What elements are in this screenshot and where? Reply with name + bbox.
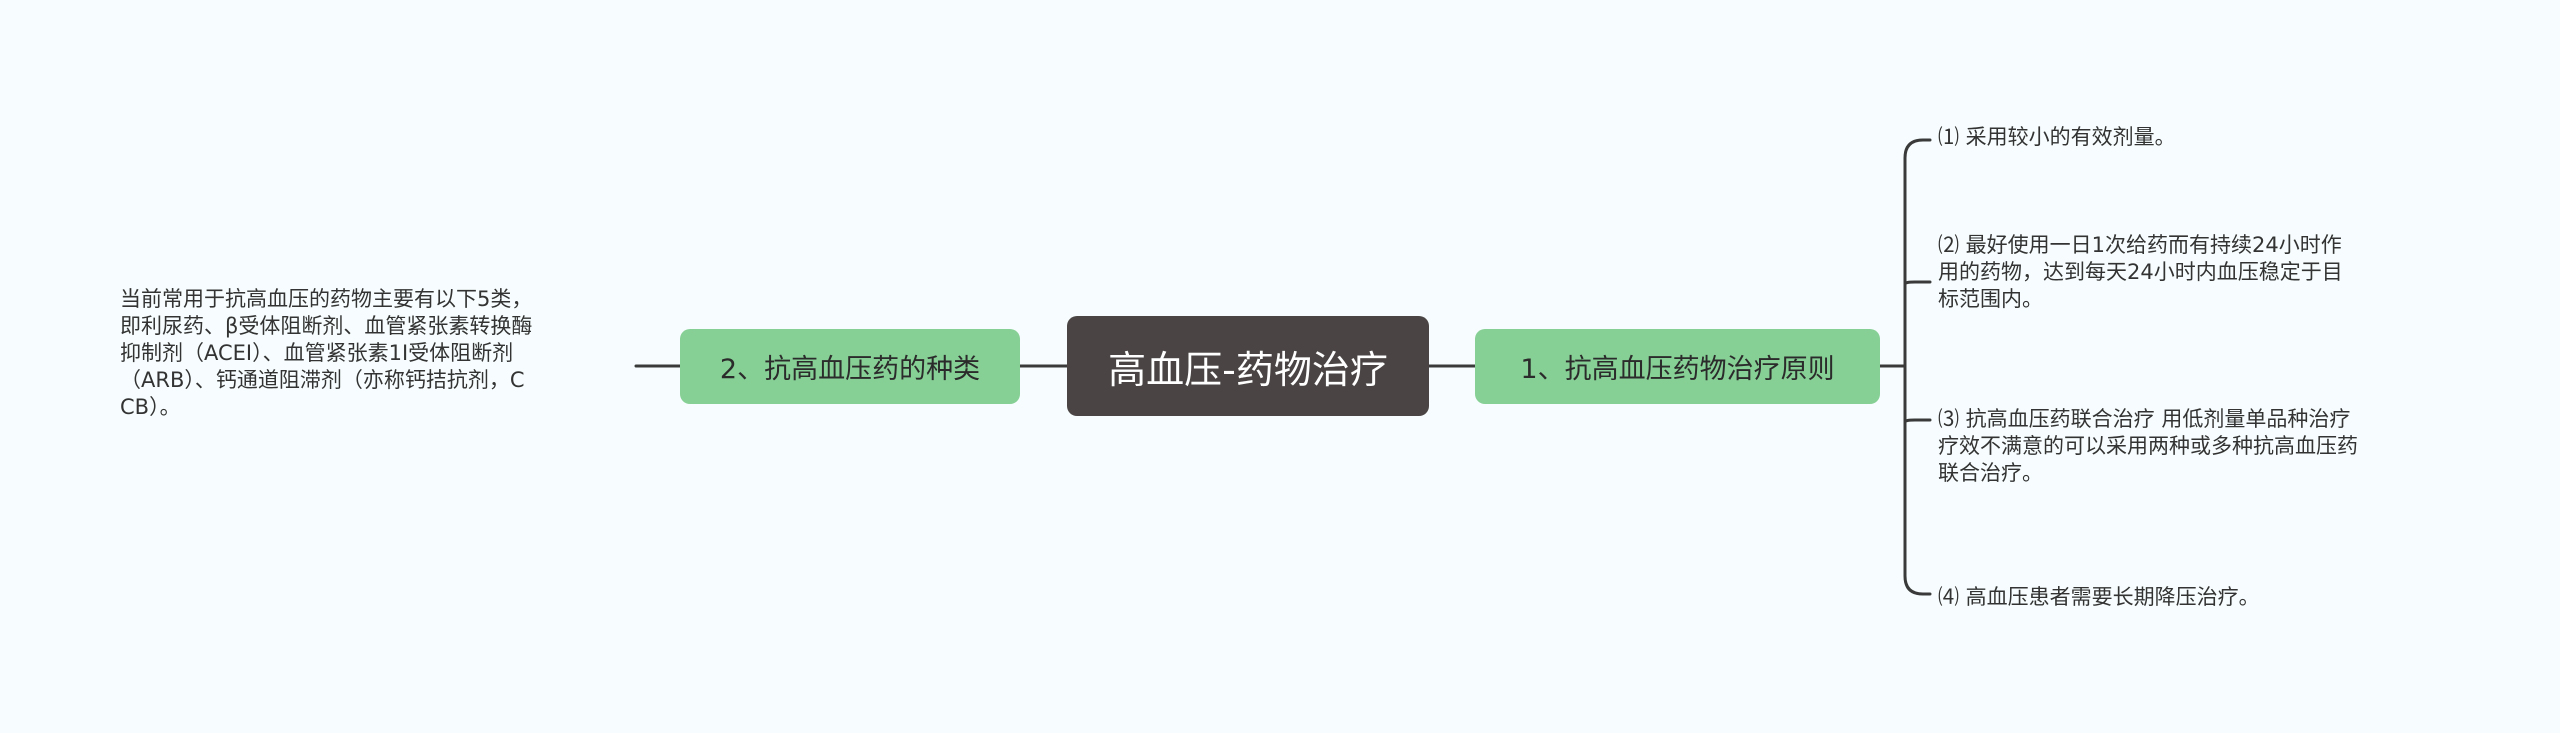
leaf-text-line: ⑷ 高血压患者需要长期降压治疗。 — [1938, 585, 2260, 609]
branch-treatment-principles[interactable]: 1、抗高血压药物治疗原则 — [1475, 329, 1880, 404]
leaf-text-line: 联合治疗。 — [1938, 461, 2043, 485]
leaf-principle-3[interactable]: ⑶ 抗高血压药联合治疗 用低剂量单品种治疗 疗效不满意的可以采用两种或多种抗高血… — [1938, 406, 2358, 487]
branch-label: 2、抗高血压药的种类 — [719, 354, 981, 385]
leaf-text-line: ⑴ 采用较小的有效剂量。 — [1938, 125, 2176, 149]
branch-right-bracket — [1878, 138, 1932, 596]
root-node[interactable]: 高血压-药物治疗 — [1067, 316, 1429, 416]
leaf-text-line: ⑵ 最好使用一日1次给药而有持续24小时作 — [1938, 233, 2342, 257]
leaf-text-line: 抑制剂（ACEI）、血管紧张素1I受体阻断剂 — [120, 341, 514, 365]
leaf-text-line: （ARB）、钙通道阻滞剂（亦称钙拮抗剂，C — [120, 368, 525, 392]
leaf-principle-2[interactable]: ⑵ 最好使用一日1次给药而有持续24小时作 用的药物，达到每天24小时内血压稳定… — [1938, 232, 2343, 313]
leaf-drug-types[interactable]: 当前常用于抗高血压的药物主要有以下5类， 即利尿药、β受体阻断剂、血管紧张素转换… — [120, 286, 532, 421]
leaf-principle-4[interactable]: ⑷ 高血压患者需要长期降压治疗。 — [1938, 584, 2260, 611]
leaf-text-line: 即利尿药、β受体阻断剂、血管紧张素转换酶 — [120, 314, 533, 338]
leaf-text-line: ⑶ 抗高血压药联合治疗 用低剂量单品种治疗 — [1938, 407, 2351, 431]
leaf-text-line: 用的药物，达到每天24小时内血压稳定于目 — [1938, 260, 2343, 284]
branch-drug-types[interactable]: 2、抗高血压药的种类 — [680, 329, 1020, 404]
root-label: 高血压-药物治疗 — [1108, 347, 1388, 392]
branch-label: 1、抗高血压药物治疗原则 — [1520, 354, 1835, 385]
leaf-text-line: CB）。 — [120, 395, 181, 419]
leaf-principle-1[interactable]: ⑴ 采用较小的有效剂量。 — [1938, 124, 2176, 151]
leaf-text-line: 当前常用于抗高血压的药物主要有以下5类， — [120, 287, 533, 311]
leaf-text-line: 疗效不满意的可以采用两种或多种抗高血压药 — [1938, 434, 2358, 458]
leaf-text-line: 标范围内。 — [1938, 287, 2043, 311]
